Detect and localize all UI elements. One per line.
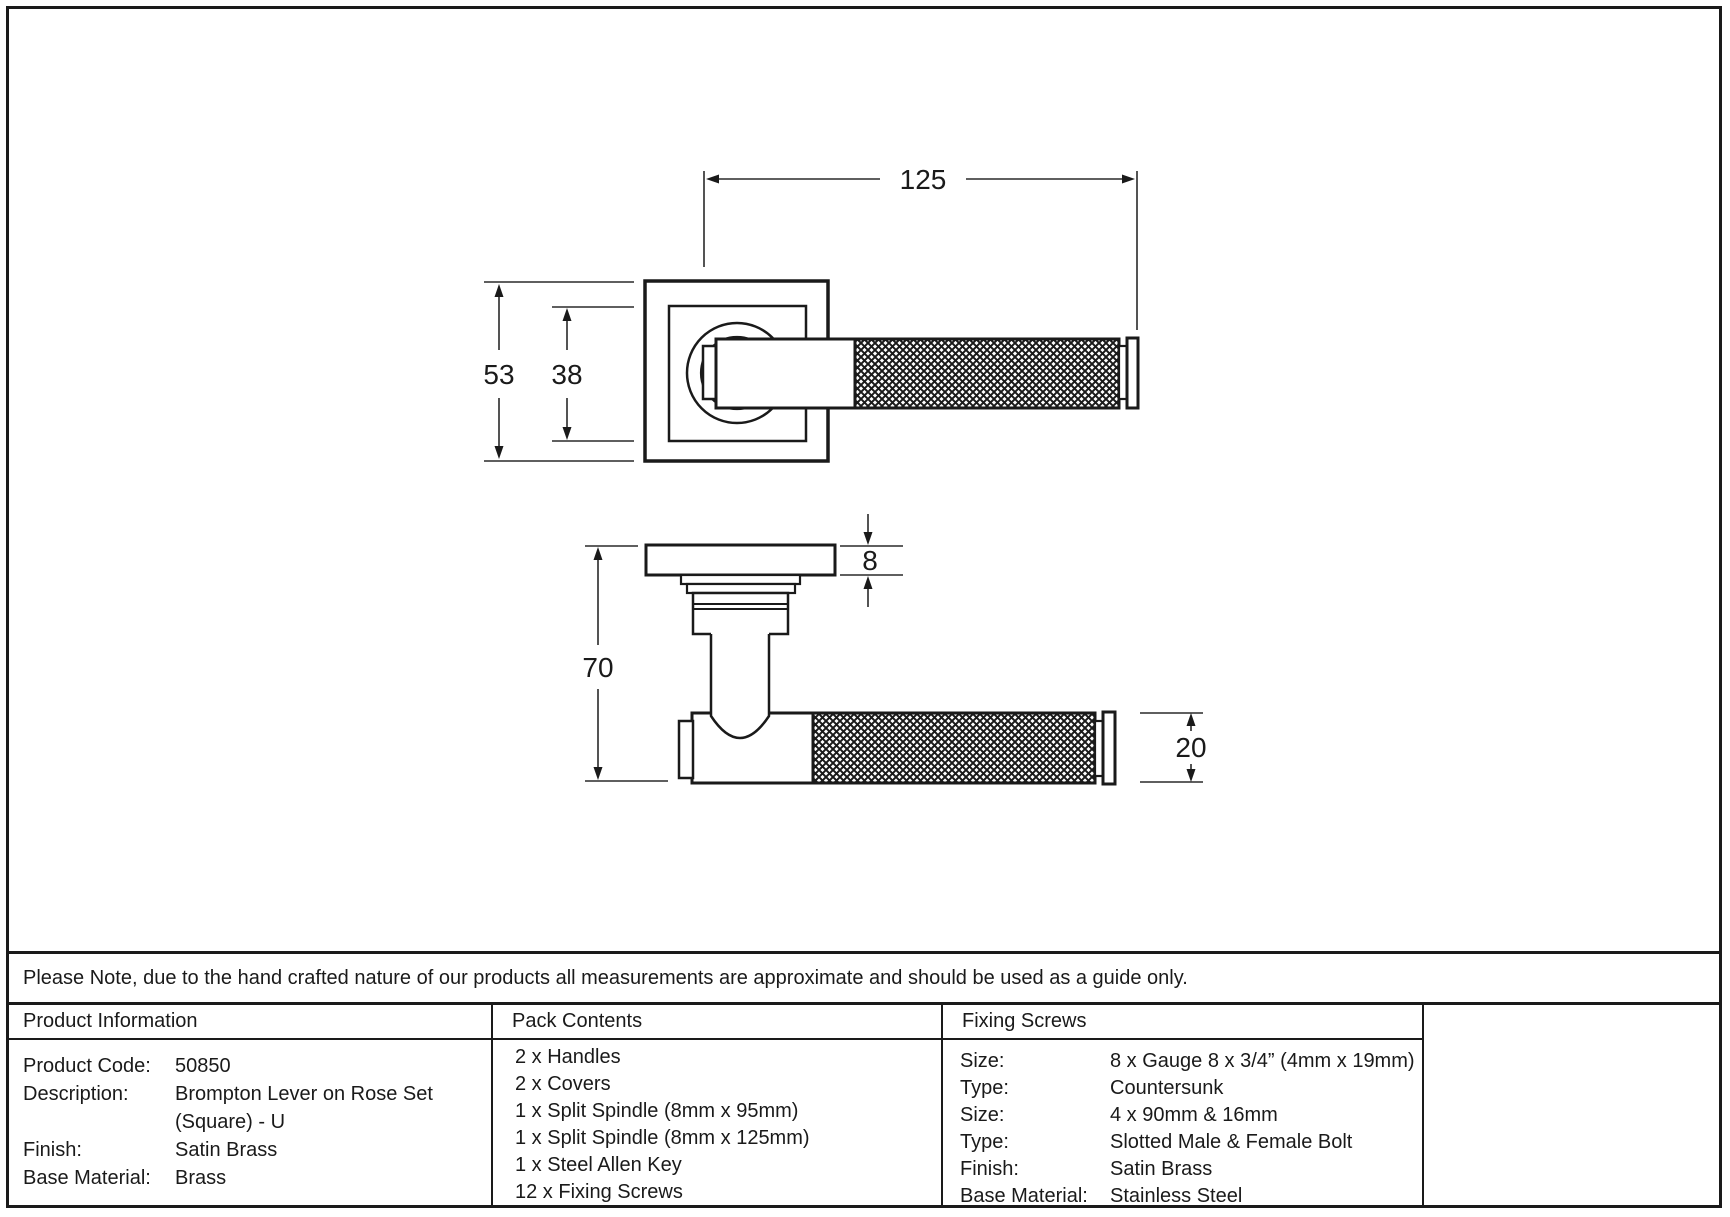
fixing-screws-header: Fixing Screws: [943, 1005, 1422, 1040]
drawing-area: [9, 9, 1719, 951]
collar-groove-lines: [693, 603, 788, 610]
dimension-arrows: [494, 174, 1196, 782]
note-row: Please Note, due to the hand crafted nat…: [9, 951, 1719, 1005]
field-value: Satin Brass: [1110, 1158, 1213, 1180]
pack-contents-body: 2 x Handles 2 x Covers 1 x Split Spindle…: [493, 1040, 941, 1205]
field-label: Size:: [960, 1050, 1005, 1072]
collar-cylinder: [691, 591, 790, 636]
note-text: Please Note, due to the hand crafted nat…: [23, 966, 1188, 989]
product-info-body: Product Code: 50850 Description: Brompto…: [9, 1040, 491, 1192]
field-value: Brass: [175, 1167, 227, 1189]
side-view: [644, 543, 1117, 786]
field-label: Type:: [960, 1077, 1009, 1099]
product-table: Product Information Product Code: 50850 …: [9, 1005, 1719, 1205]
field-label: Finish:: [960, 1158, 1019, 1180]
product-info-header: Product Information: [9, 1005, 491, 1040]
field-value: 8 x Gauge 8 x 3/4” (4mm x 19mm): [1110, 1050, 1415, 1072]
technical-drawing: 125 53 38 70 8 20: [483, 164, 1207, 786]
sheet-frame: Please Note, due to the hand crafted nat…: [6, 6, 1722, 1208]
fixing-screws-column: Fixing Screws Size: 8 x Gauge 8 x 3/4” (…: [943, 1005, 1424, 1205]
field-label: Size:: [960, 1104, 1005, 1126]
field-value: (Square) - U: [175, 1111, 286, 1133]
field-label: Base Material:: [23, 1167, 151, 1189]
dim-handle-length-label: 125: [900, 164, 947, 195]
field-label: Type:: [960, 1131, 1009, 1153]
dim-rose-inner-label: 38: [551, 359, 582, 390]
field-value: Stainless Steel: [1110, 1185, 1243, 1205]
field-value: Slotted Male & Female Bolt: [1110, 1131, 1353, 1153]
field-value: Countersunk: [1110, 1077, 1224, 1099]
field-label: Finish:: [23, 1139, 82, 1161]
pack-item: 2 x Covers: [515, 1073, 611, 1095]
dim-bar-diameter-label: 20: [1175, 732, 1206, 763]
field-label: [23, 1108, 175, 1136]
pack-item: 12 x Fixing Screws: [515, 1181, 683, 1203]
field-label: Description:: [23, 1083, 129, 1105]
dimension-lines: [484, 171, 1203, 783]
lever-end-cap-side: [1101, 710, 1117, 786]
dim-projection-label: 70: [582, 652, 613, 683]
neck-fill: [711, 630, 769, 738]
front-view: [643, 279, 1140, 463]
rose-plate: [644, 543, 837, 577]
dimension-labels: 125 53 38 70 8 20: [483, 164, 1206, 763]
pack-item: 1 x Steel Allen Key: [515, 1154, 682, 1176]
fixing-screws-body: Size: 8 x Gauge 8 x 3/4” (4mm x 19mm) Ty…: [943, 1040, 1422, 1205]
product-info-column: Product Information Product Code: 50850 …: [9, 1005, 493, 1205]
neck-outline: [709, 634, 771, 740]
lever-knurled-grip-side: [811, 711, 1097, 785]
pack-contents-header: Pack Contents: [493, 1005, 941, 1040]
field-value: 4 x 90mm & 16mm: [1110, 1104, 1278, 1126]
pack-item: 1 x Split Spindle (8mm x 125mm): [515, 1127, 810, 1149]
field-value: Brompton Lever on Rose Set: [175, 1083, 433, 1105]
pack-contents-column: Pack Contents 2 x Handles 2 x Covers 1 x…: [493, 1005, 943, 1205]
lever-heel-cap: [677, 719, 695, 780]
lever-end-cap: [1125, 336, 1140, 410]
lever-knurled-grip: [853, 337, 1121, 410]
field-value: Satin Brass: [175, 1139, 278, 1161]
field-label: Product Code:: [23, 1055, 151, 1077]
empty-column: [1424, 1005, 1719, 1205]
pack-item: 2 x Handles: [515, 1046, 621, 1068]
field-label: Base Material:: [960, 1185, 1088, 1205]
field-value: 50850: [175, 1055, 231, 1077]
dim-rose-thickness-label: 8: [862, 545, 878, 576]
lever-plain-section: [714, 337, 858, 410]
pack-item: 1 x Split Spindle (8mm x 95mm): [515, 1100, 799, 1122]
dim-rose-outer-label: 53: [483, 359, 514, 390]
